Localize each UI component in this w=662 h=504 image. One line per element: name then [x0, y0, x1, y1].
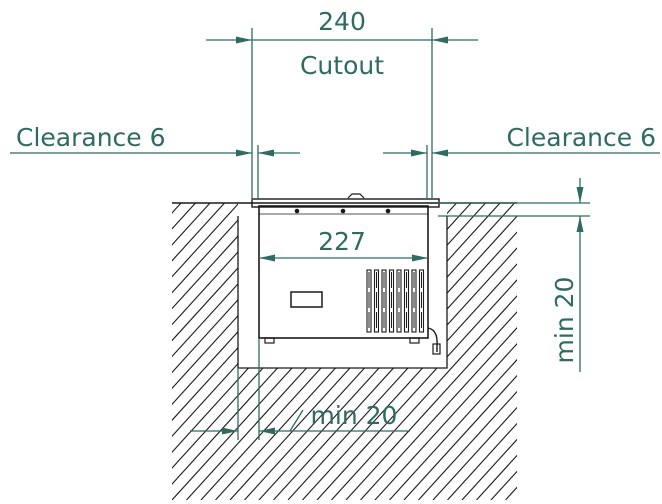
hatch-line [287, 203, 517, 500]
clearance-right-label: Clearance 6 [506, 123, 656, 152]
hatch-line [578, 137, 662, 500]
vent-slot [411, 269, 417, 333]
hatch-line [0, 137, 169, 500]
hatch-line [0, 137, 67, 500]
dimension-arrowhead [576, 187, 584, 203]
cutout-pocket [237, 216, 448, 369]
dimension-lines [10, 28, 660, 440]
hatch-line [172, 203, 300, 500]
cutout-width-label: 240 [318, 7, 366, 36]
dimension-arrowhead [259, 427, 275, 435]
clearance-left-label: Clearance 6 [16, 123, 166, 152]
hatch-line [172, 203, 198, 500]
dimension-arrowhead [432, 149, 448, 157]
hatch-line [607, 137, 662, 500]
hatch-line [0, 137, 9, 500]
dimension-arrowhead [432, 36, 448, 44]
dimension-arrowhead [259, 254, 275, 262]
hatch-line [172, 203, 213, 500]
hatch-line [302, 203, 517, 500]
hatch-line [172, 203, 256, 500]
cable-plug [432, 343, 441, 355]
screw-3 [385, 208, 391, 214]
hatch-line [172, 203, 401, 500]
hatch-line [505, 203, 517, 500]
hatch-line [0, 137, 38, 500]
hatch-line [593, 137, 662, 500]
cutout-caption: Cutout [300, 51, 384, 80]
foot-right [409, 337, 420, 344]
vent-slot [381, 269, 387, 333]
hatch-line [418, 203, 517, 500]
dimension-arrowhead [411, 149, 427, 157]
hatch-line [0, 137, 125, 500]
unit-width-label: 227 [318, 227, 366, 256]
min-side-label: min 20 [311, 401, 398, 430]
screw-1 [294, 208, 300, 214]
hatch-line [172, 203, 285, 500]
hatch-line [172, 203, 387, 500]
dimension-arrowhead [258, 149, 274, 157]
min-depth-label: min 20 [550, 277, 579, 364]
power-cable [427, 327, 438, 352]
vent-slot [366, 269, 372, 333]
vent-slot [403, 269, 410, 333]
hatch-line [345, 203, 517, 500]
hatch-line [172, 203, 271, 500]
vent-slot [396, 269, 402, 333]
hatch-line [0, 137, 53, 500]
hatch-line [520, 137, 662, 500]
hatch-line [172, 203, 242, 500]
dimension-arrowhead [576, 216, 584, 232]
hatch-line [0, 137, 96, 500]
hatch-line [447, 203, 517, 500]
dimension-arrows [222, 36, 584, 435]
hatch-line [432, 203, 517, 500]
dimension-arrowhead [412, 254, 428, 262]
hatch-line [0, 137, 140, 500]
hatch-line [172, 203, 358, 500]
hatch-line [0, 137, 24, 500]
hatch-line [172, 203, 372, 500]
dimension-arrowhead [236, 36, 252, 44]
hatch-line [651, 137, 662, 500]
screw-2 [340, 208, 346, 214]
vent-slot [373, 269, 380, 333]
hatch-line [172, 203, 184, 500]
dimension-arrowhead [222, 427, 238, 435]
control-knob [347, 193, 365, 199]
vent-slot [388, 269, 395, 333]
hatch-line [0, 137, 82, 500]
hatch-line [172, 203, 343, 500]
hatch-line [374, 203, 517, 500]
hatch-line [622, 137, 662, 500]
hatch-line [636, 137, 662, 500]
hatch-line [0, 137, 111, 500]
unit-body [258, 205, 429, 339]
hatch-line [316, 203, 517, 500]
hatch-line [172, 203, 314, 500]
vent-grille [366, 269, 425, 333]
foot-left [264, 337, 275, 344]
vent-slot [418, 269, 425, 333]
hatch-line [0, 137, 154, 500]
hatch-line [389, 203, 517, 500]
hatch-line [403, 203, 517, 500]
dimension-arrowhead [236, 149, 252, 157]
hatch-line [360, 203, 517, 500]
hatch-line [331, 203, 517, 500]
display-window [290, 291, 323, 308]
